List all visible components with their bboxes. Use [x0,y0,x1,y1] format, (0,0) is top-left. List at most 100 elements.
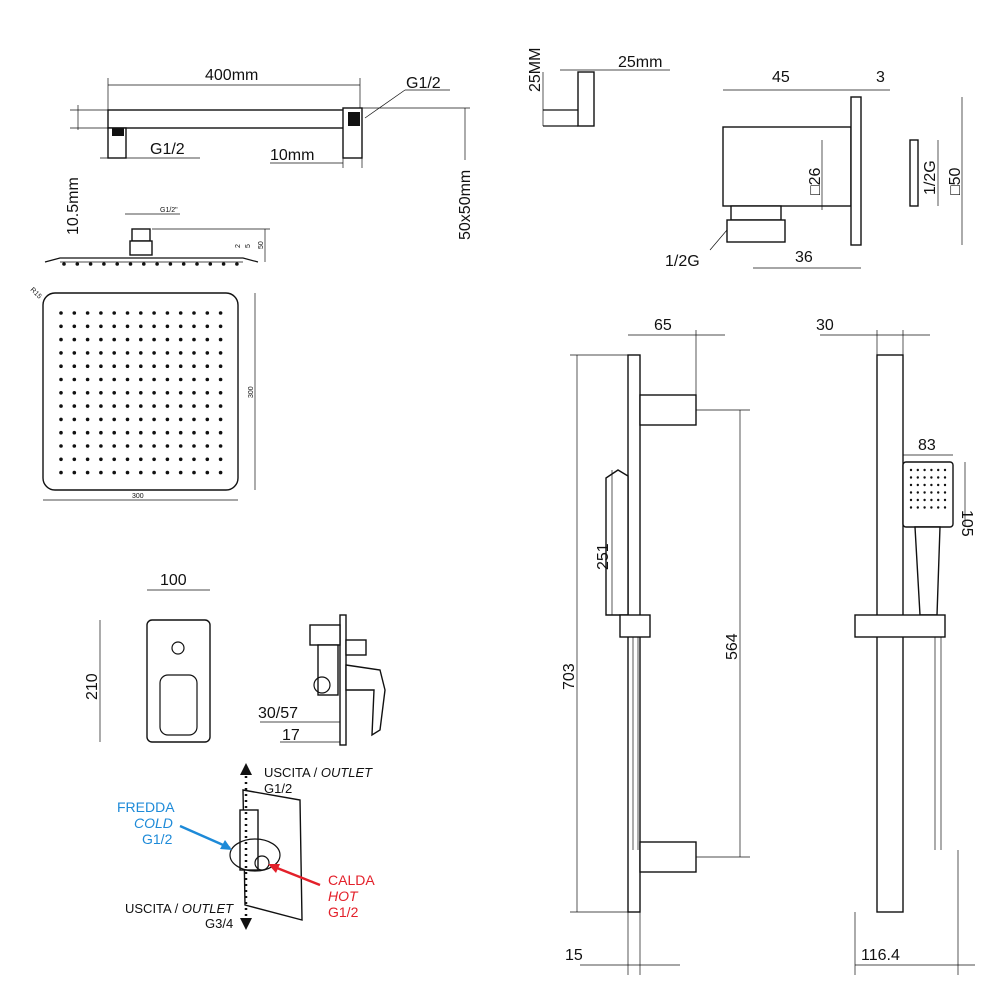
nozzle-dot [72,351,77,355]
nozzle-dot [205,351,210,355]
handset-dot [943,468,947,472]
nozzle-dot [139,337,143,342]
handset-dot [930,491,933,494]
valve-iso-drawing: USCITA / OUTLET G1/2 FREDDA COLD G1/2 CA… [117,763,375,931]
nozzle-dot [125,470,130,475]
nozzle-dot [192,391,196,395]
outlet-bottom-label-en: OUTLET [182,901,234,916]
nozzle-dot [178,311,183,315]
nozzle-dot [85,377,90,382]
nozzle-dot [125,417,130,422]
hot-label: CALDA [328,872,375,888]
handset-dot [930,476,933,479]
nozzle-dot [205,364,210,369]
nozzle-dot [192,377,196,382]
nozzle-dot [218,470,223,475]
handset-dot [923,483,926,487]
nozzle-dot [125,324,130,329]
nozzle-dot [112,364,116,369]
nozzle-dot [165,337,170,342]
nozzle-dot [112,417,116,422]
nozzle-dot [178,337,183,342]
centers-label: 564 [724,633,741,660]
nozzle-dot [218,351,223,355]
nozzle-side [102,262,106,266]
handset-dot [937,498,940,502]
nozzle-dot [99,351,103,355]
nozzle-dot [112,324,116,329]
handset-dot [916,468,919,472]
nozzle-dot [205,377,210,382]
nozzle-dot [125,377,130,382]
nozzle-dot [205,404,210,408]
arm-section-label: 50x50mm [457,170,474,240]
nozzle-dot [165,404,170,408]
handset-dot [916,506,919,509]
handset-dot [909,498,913,502]
handset-dot [930,506,933,509]
nozzle-side [195,262,199,266]
nozzle-dot [178,364,183,369]
nozzle-dot [178,391,183,395]
nozzle-dot [59,364,63,369]
nozzle-dot [112,311,116,315]
nozzle-dot [178,430,183,435]
handset-dot [923,476,926,479]
nozzle-dot [112,444,116,448]
slide-bar-front-drawing: 65 703 251 564 15 [561,317,750,975]
nozzle-dot [178,377,183,382]
nozzle-dot [192,430,196,435]
nozzle-dot [192,311,196,315]
nozzle-dot [218,364,223,369]
valve-offset-label: 17 [282,727,300,744]
handset-dot [916,498,919,502]
overall-depth-label: 116.4 [861,947,900,964]
hot-thread: G1/2 [328,904,359,920]
nozzle-dot [139,470,143,475]
nozzle-dot [112,377,116,382]
nozzle-dot [218,311,223,315]
handset-dot [916,483,919,487]
nozzle-dot [72,337,77,342]
handset-dot [943,506,947,509]
nozzle-dot [99,404,103,408]
nozzle-dot [99,417,103,422]
nozzle-dot [59,351,63,355]
nozzle-dot [205,417,210,422]
handset-dot [923,491,926,494]
head-width-label: 300 [132,493,144,500]
nozzle-dot [139,444,143,448]
arm-offset-label: 10.5mm [65,177,82,235]
nozzle-dot [205,457,210,462]
outlet-depth-label: 45 [772,69,790,86]
nozzle-dot [99,470,103,475]
nozzle-dot [192,404,196,408]
nozzle-dot [139,430,143,435]
nozzle-dot [178,470,183,475]
nozzle-dot [125,391,130,395]
outlet-top-label-en: OUTLET [321,765,373,780]
outlet-bottom-label: USCITA / [125,901,182,916]
handset-dot [909,483,913,487]
nozzle-dot [205,430,210,435]
arm-flange-label: 10mm [270,147,314,164]
nozzle-dot [152,351,156,355]
nozzle-dot [85,457,90,462]
bar-width-label: 15 [565,947,583,964]
outlet-thread-right-label: 1/2G [922,160,939,195]
handset-dot [943,476,947,479]
nozzle-dot [139,364,143,369]
nozzle-dot [85,470,90,475]
handset-dot [909,491,913,494]
nozzle-dot [218,444,223,448]
cold-thread: G1/2 [142,831,173,847]
nozzle-dot [125,404,130,408]
nozzle-dot [152,377,156,382]
nozzle-dot [72,470,77,475]
nozzle-dot [165,311,170,315]
nozzle-dot [99,377,103,382]
nozzle-dot [218,457,223,462]
nozzle-dot [205,391,210,395]
nozzle-dot [165,377,170,382]
nozzle-dot [85,430,90,435]
